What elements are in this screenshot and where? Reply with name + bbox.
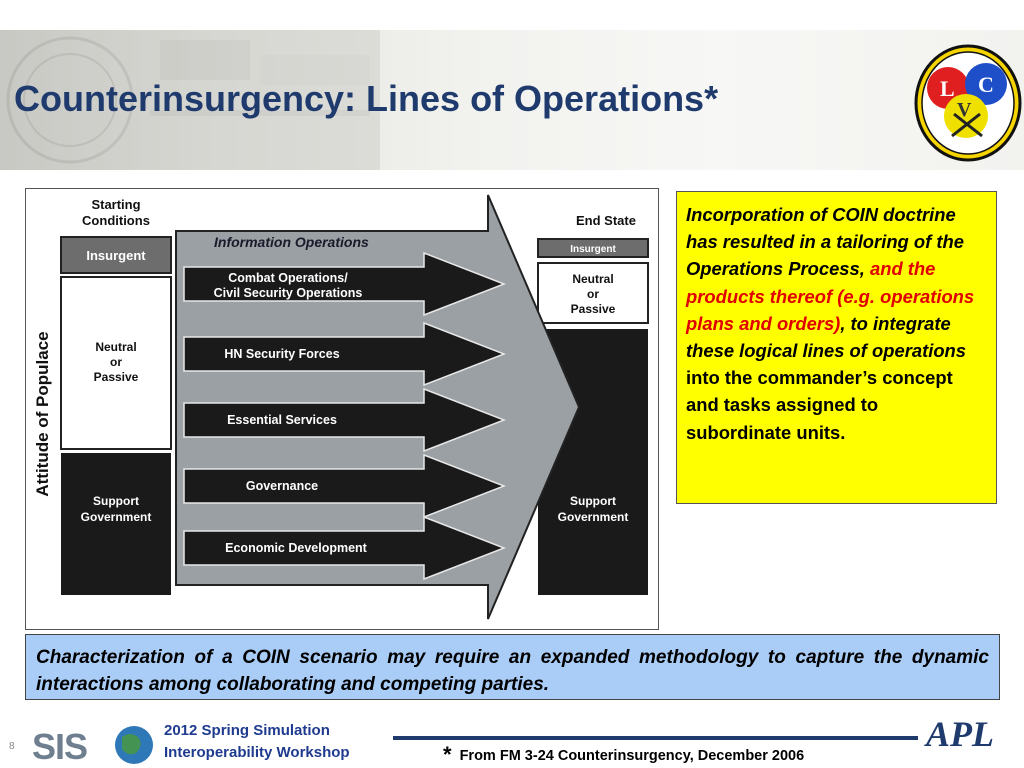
callout-text-part1: Incorporation of COIN doctrine has resul… [686, 204, 964, 280]
page-title: Counterinsurgency: Lines of Operations* [14, 78, 719, 119]
footer-rule [393, 736, 918, 740]
end-insurgent-label: Insurgent [570, 244, 616, 255]
starting-conditions-heading-1: Starting [91, 197, 140, 212]
siso-logo-text: SIS [32, 726, 87, 767]
siso-logo-icon: SIS [32, 726, 153, 767]
characterization-text: Characterization of a COIN scenario may … [36, 647, 989, 695]
source-footnote: * From FM 3-24 Counterinsurgency, Decembe… [443, 740, 805, 767]
loo-arrow-hn-security-forces: HN Security Forces [183, 321, 507, 387]
start-support-block [61, 453, 171, 595]
loo-label-combat-operations-1: Combat Operations/ [228, 271, 348, 285]
loo-label-governance: Governance [246, 479, 318, 493]
starting-conditions-heading-2: Conditions [82, 213, 150, 228]
workshop-name: 2012 Spring Simulation Interoperability … [164, 720, 350, 764]
end-support-label-2: Government [558, 510, 629, 524]
loo-arrow-combat-operations: Combat Operations/ Civil Security Operat… [183, 251, 507, 317]
loo-arrow-economic-development: Economic Development [183, 515, 507, 581]
lcv-logo-icon: L C V [914, 44, 1022, 162]
callout-text-red: and the products thereof (e.g. operation… [686, 258, 975, 334]
end-neutral-label-3: Passive [571, 302, 616, 316]
logo-letter-l: L [940, 76, 955, 101]
end-neutral-label-1: Neutral [572, 272, 613, 286]
logo-letter-v: V [957, 99, 972, 121]
title-banner [0, 30, 1024, 170]
end-insurgent-block [537, 238, 649, 258]
callout-text-part2: to integrate these logical lines of oper… [686, 312, 967, 362]
start-neutral-label-3: Passive [94, 370, 139, 384]
information-operations-label: Information Operations [214, 234, 369, 250]
end-neutral-block [537, 262, 649, 324]
start-insurgent-block [60, 236, 172, 274]
page-number: 8 [9, 741, 15, 752]
banner-watermark-graphic [0, 30, 380, 170]
start-neutral-label-1: Neutral [95, 340, 136, 354]
callout-comma-2: , [840, 312, 846, 334]
workshop-line-1: 2012 Spring Simulation [164, 722, 330, 739]
start-neutral-label-2: or [110, 355, 122, 369]
loo-label-economic-development: Economic Development [225, 541, 368, 555]
loo-label-essential-services: Essential Services [227, 413, 337, 427]
footnote-star: * [443, 742, 452, 767]
start-insurgent-label: Insurgent [86, 248, 146, 263]
apl-logo-text: APL [924, 714, 994, 752]
end-support-label-1: Support [570, 494, 616, 508]
loo-label-hn-security-forces: HN Security Forces [224, 347, 339, 361]
apl-logo-icon: APL [924, 714, 994, 752]
loo-arrow-essential-services: Essential Services [183, 387, 507, 453]
start-neutral-block [60, 276, 172, 450]
end-neutral-label-2: or [587, 287, 599, 301]
callout-comma-1: , [859, 258, 865, 280]
y-axis-label: Attitude of Populace [33, 331, 52, 496]
end-state-heading: End State [576, 213, 636, 228]
start-support-label-2: Government [81, 510, 152, 524]
start-support-label-1: Support [93, 494, 139, 508]
loo-label-combat-operations-2: Civil Security Operations [214, 286, 363, 300]
footnote-source: From FM 3-24 Counterinsurgency, December… [459, 748, 805, 764]
workshop-line-2: Interoperability Workshop [164, 744, 350, 761]
logo-letter-c: C [978, 72, 994, 97]
callout-text-part3: into the commander’s concept and tasks a… [686, 367, 953, 443]
characterization-box: Characterization of a COIN scenario may … [25, 634, 1000, 700]
loo-arrow-governance: Governance [183, 453, 507, 519]
lines-of-operations-diagram: Attitude of Populace Starting Conditions… [25, 188, 659, 630]
coin-doctrine-callout: Incorporation of COIN doctrine has resul… [676, 191, 997, 504]
